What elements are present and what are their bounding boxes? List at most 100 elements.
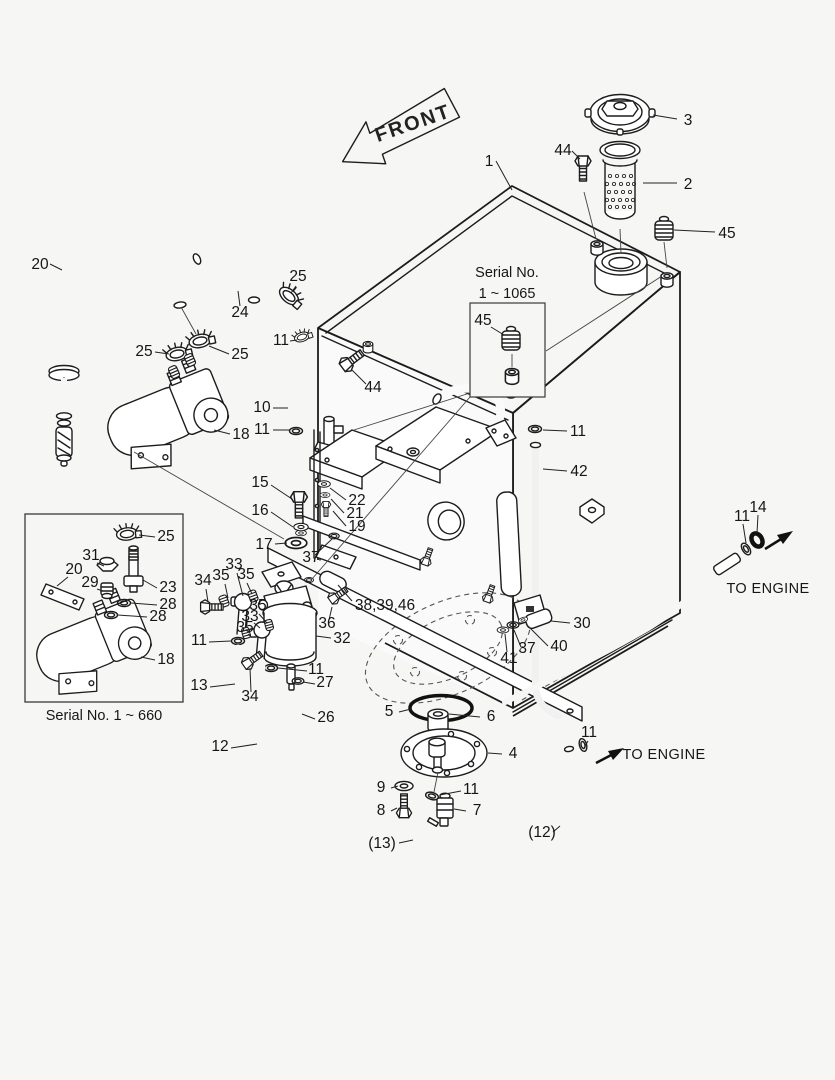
washer-16: [293, 522, 309, 532]
callout-5: 5: [385, 703, 394, 720]
mounting-rail: [302, 429, 421, 571]
callout-2: 2: [684, 176, 693, 193]
oring-11: [288, 426, 304, 436]
callout-25d: 25: [157, 528, 174, 545]
callout-33b: 33: [241, 608, 258, 625]
sender-assembly: [394, 693, 488, 827]
suction-strainer-2: [599, 140, 641, 220]
callout-7: 7: [473, 802, 482, 819]
callout-20: 20: [31, 256, 49, 273]
callout-12p: (12): [528, 824, 556, 841]
oring-11: [738, 540, 754, 558]
callout-18b: 18: [157, 651, 174, 668]
callout-23: 23: [159, 579, 176, 596]
callout-14: 14: [749, 499, 767, 516]
callout-11g: 11: [463, 781, 479, 798]
clamp-11: [290, 325, 314, 345]
plug-seat: [504, 367, 520, 386]
callout-11e: 11: [308, 661, 324, 678]
callout-11b: 11: [254, 421, 270, 438]
boss: [362, 340, 374, 354]
callout-20b: 20: [65, 561, 83, 578]
callout-45b: 45: [474, 312, 491, 329]
pump-18-upper: [92, 351, 240, 484]
callout-8: 8: [377, 802, 386, 819]
nipple-29: [100, 582, 114, 600]
callout-30: 30: [573, 615, 591, 632]
callout-11c: 11: [570, 423, 586, 440]
serial-note-top: Serial No. 1 ~ 1065: [469, 265, 546, 398]
oring-11: [263, 663, 279, 673]
callout-11d: 11: [191, 632, 207, 649]
pickup-strip: [496, 491, 522, 597]
callout-25a: 25: [289, 268, 306, 285]
callout-17: 17: [255, 536, 272, 553]
filler-cap-3: [584, 93, 656, 136]
callout-28a: 28: [159, 596, 176, 613]
callout-13p: (13): [368, 835, 396, 852]
callout-13: 13: [190, 677, 207, 694]
front-direction-arrow: FRONT: [341, 87, 461, 165]
callout-25c: 25: [231, 346, 248, 363]
callout-11a: 11: [273, 332, 289, 349]
oring-11: [230, 636, 246, 646]
top-boss: [590, 240, 604, 256]
clamp-30-bracket: [496, 594, 553, 634]
callout-35c: 35: [249, 597, 266, 614]
callout-37b: 37: [518, 640, 535, 657]
washer-22: [317, 480, 331, 488]
callout-35a: 35: [212, 567, 229, 584]
filler-neck: [594, 248, 648, 296]
callout-15: 15: [251, 474, 268, 491]
washer-17: [284, 536, 308, 550]
to-engine-arrowhead: [608, 748, 624, 760]
callout-27: 27: [316, 674, 333, 691]
callout-3: 3: [684, 112, 693, 129]
callout-10: 10: [253, 399, 271, 416]
callout-37a: 37: [302, 549, 319, 566]
to-engine-arrowhead: [777, 531, 793, 544]
nut-41: [496, 626, 510, 634]
callout-26: 26: [317, 709, 334, 726]
callout-29: 29: [81, 574, 98, 591]
callout-9: 9: [377, 779, 386, 796]
strainer-perforations: [605, 173, 637, 209]
engine-hose-right: TO ENGINE: [502, 531, 809, 705]
top-boss: [660, 272, 674, 288]
callout-1: 1: [485, 153, 494, 170]
suction-pipe-20: [48, 234, 187, 467]
callout-19: 19: [348, 518, 365, 535]
sender-7: [426, 792, 454, 827]
bolt-44-top: [574, 155, 592, 182]
serial-top-line1: Serial No.: [475, 265, 539, 281]
callout-11h: 11: [734, 508, 750, 525]
callout-33a: 33: [225, 556, 242, 573]
to-engine-label-right: TO ENGINE: [726, 581, 809, 597]
hoses-bottom: TO ENGINE: [231, 644, 705, 996]
bolt-15: [289, 490, 309, 519]
callout-22: 22: [348, 492, 365, 509]
callout-44-top: 44: [554, 142, 572, 159]
callout-44-mid: 44: [364, 379, 382, 396]
callout-34b: 34: [241, 688, 259, 705]
serial-inset-label: Serial No. 1 ~ 660: [46, 708, 162, 724]
callout-11f: 11: [581, 724, 597, 741]
callout-labels: 1 44 3 2 45 20 24 25 25 25 11 44 10 11 1…: [31, 112, 767, 852]
to-engine-label-bottom: TO ENGINE: [622, 747, 705, 763]
washer-21: [319, 492, 331, 498]
washer-16b: [295, 529, 307, 537]
callout-leader-lines: [49, 114, 759, 844]
flange-4: [400, 728, 488, 778]
callout-28b: 28: [149, 608, 166, 625]
side-clip-bracket: [579, 498, 605, 524]
callout-16: 16: [251, 502, 268, 519]
serial-top-line2: 1 ~ 1065: [479, 286, 536, 302]
callout-35d: 35: [236, 619, 253, 636]
inset-serial-660: Serial No. 1 ~ 660: [22, 513, 184, 724]
callout-40: 40: [550, 638, 568, 655]
plug-31: [96, 556, 119, 572]
assembly-leader-lines: [133, 191, 668, 580]
callout-4: 4: [509, 745, 518, 762]
callout-34a: 34: [194, 572, 212, 589]
